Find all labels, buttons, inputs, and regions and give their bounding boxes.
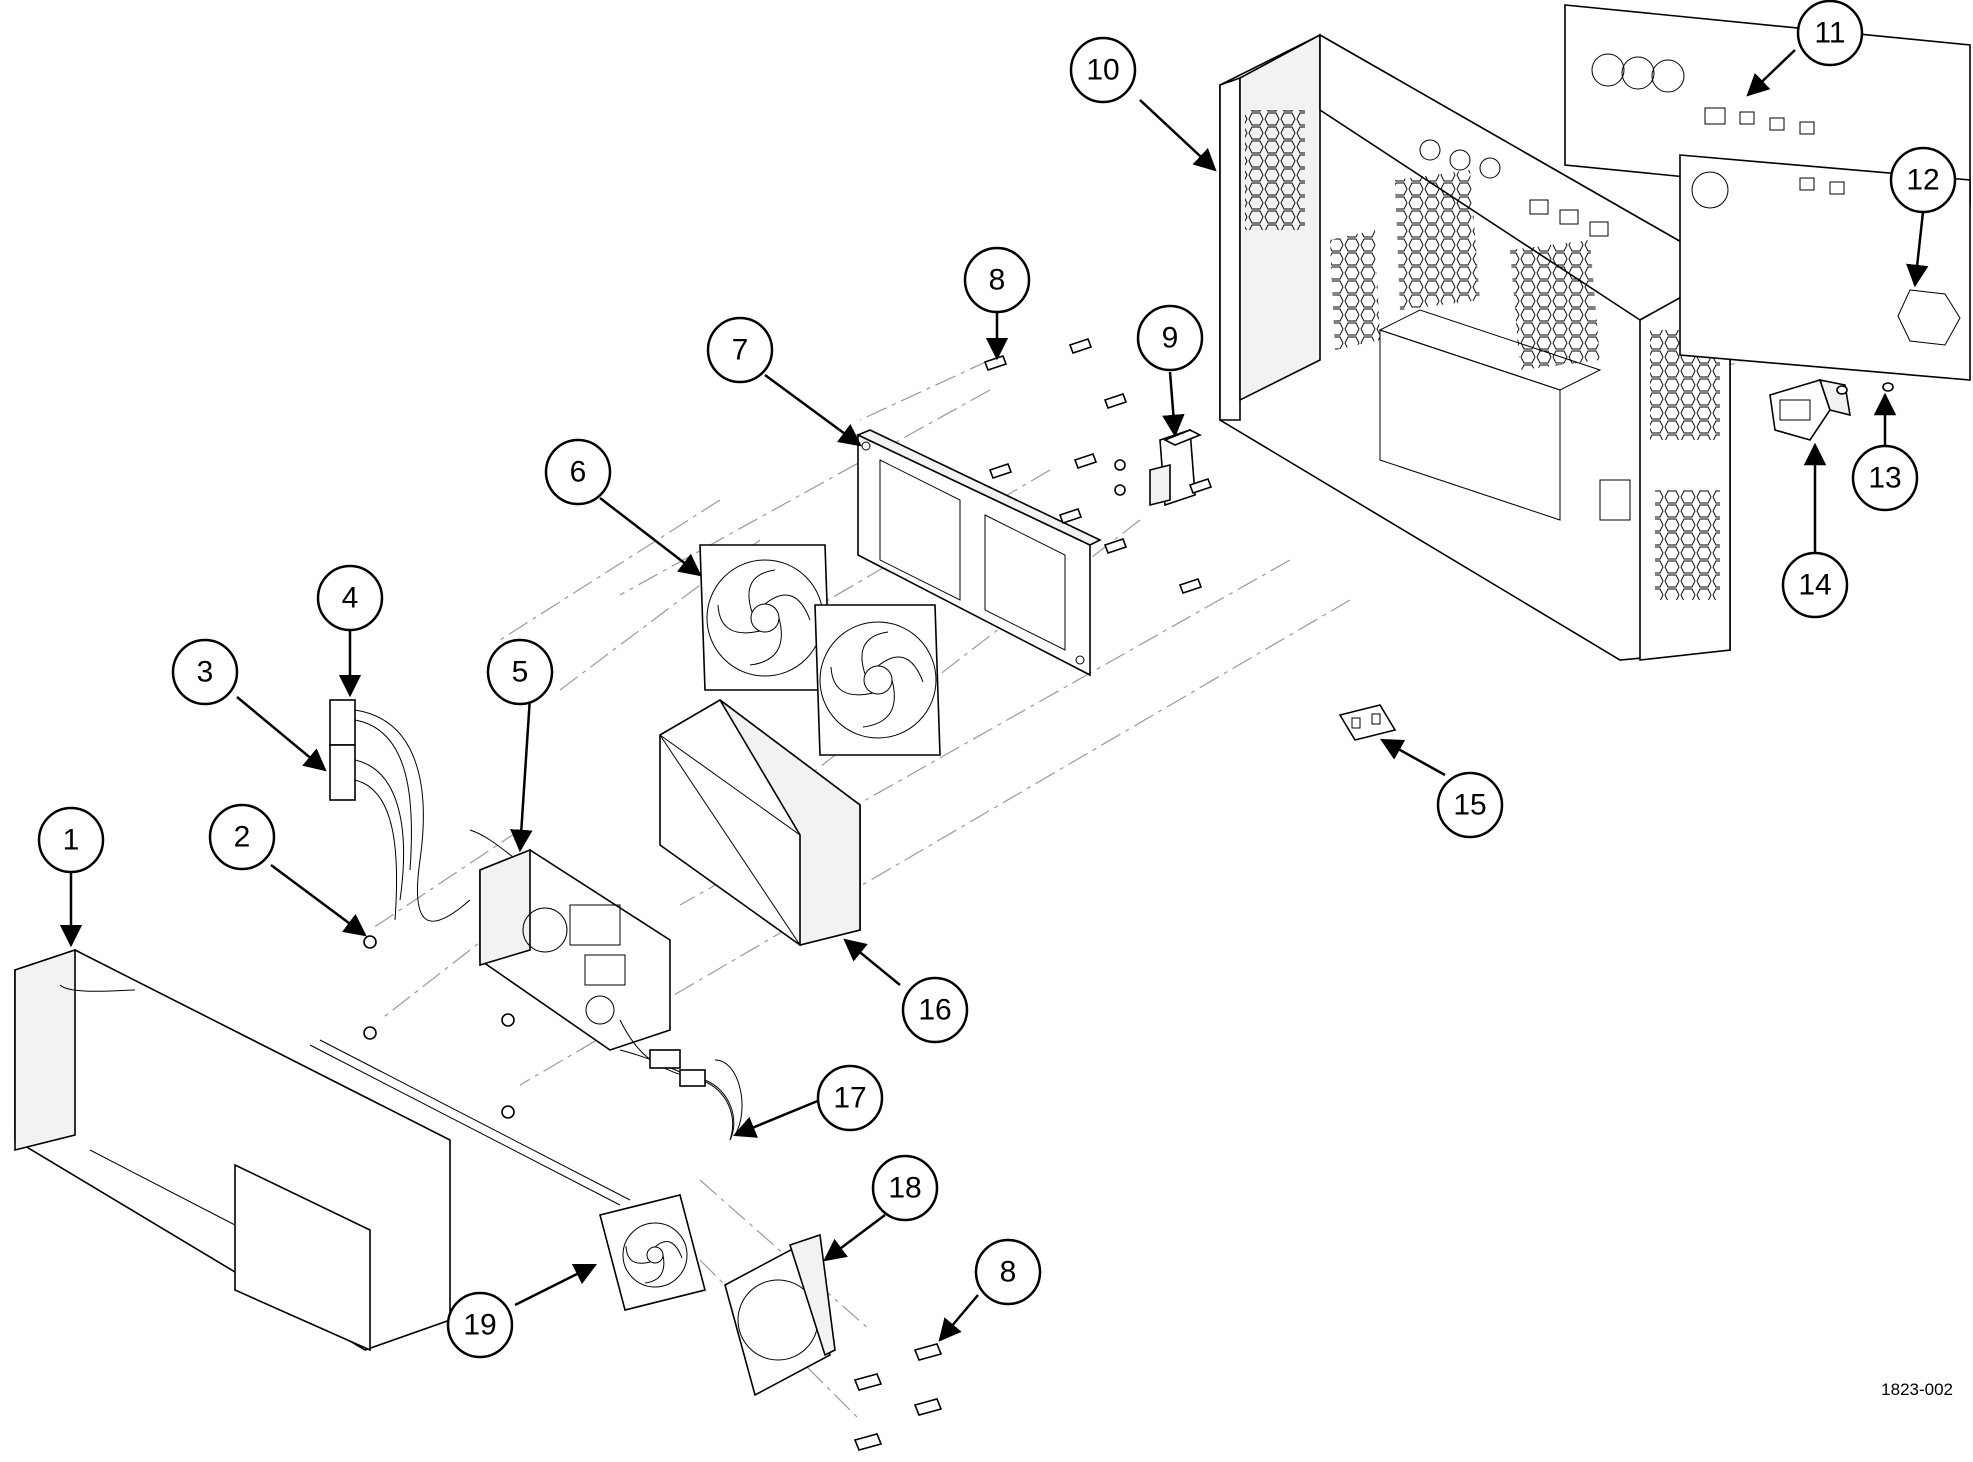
callout-9: 9 [1136,304,1204,372]
fan-mounting-bracket [856,429,1102,677]
cable-clip [1338,704,1397,741]
callout-10-label: 10 [1086,54,1119,87]
callout-13-label: 13 [1868,462,1901,495]
callout-8-bottom-label: 8 [1000,1256,1017,1289]
callout-7-label: 7 [732,334,749,367]
callout-18: 18 [871,1154,939,1222]
callout-3-label: 3 [197,656,214,689]
callout-1: 1 [37,806,105,874]
callout-19-label: 19 [463,1309,496,1342]
callout-15: 15 [1436,771,1504,839]
small-fan-bracket [724,1233,836,1397]
callout-4: 4 [316,564,384,632]
wire-harness [329,699,541,922]
callout-7: 7 [706,316,774,384]
mounting-bracket [1149,428,1202,507]
callout-8-bottom: 8 [974,1238,1042,1306]
callout-19: 19 [446,1291,514,1359]
callout-11: 11 [1796,0,1864,67]
leader-lines [59,49,1929,1342]
callout-6: 6 [544,438,612,506]
callout-4-label: 4 [342,582,359,615]
callout-1-label: 1 [63,824,80,857]
chassis-enclosure [1219,33,1732,661]
callout-2: 2 [208,803,276,871]
power-cable [619,1049,743,1141]
callout-2-label: 2 [234,821,251,854]
callout-11-label: 11 [1814,17,1845,50]
callout-6-label: 6 [570,456,587,489]
callout-17: 17 [816,1064,884,1132]
screws [363,337,1213,1451]
callout-5: 5 [486,638,554,706]
callout-15-label: 15 [1453,789,1486,822]
callout-12-label: 12 [1906,164,1939,197]
callout-3: 3 [171,638,239,706]
callout-10: 10 [1069,36,1137,104]
ground-screw [1836,382,1894,395]
power-supply-cover [659,699,861,947]
callout-14: 14 [1781,551,1849,619]
callout-9-label: 9 [1162,322,1179,355]
callout-16-label: 16 [918,994,951,1027]
callout-13: 13 [1851,444,1919,512]
callout-17-label: 17 [833,1082,866,1115]
power-entry-label [1679,154,1971,381]
callout-14-label: 14 [1798,569,1831,602]
power-supply-board [479,848,734,1141]
callout-12: 12 [1889,146,1957,214]
callout-5-label: 5 [512,656,529,689]
power-entry-module [1769,378,1851,441]
callout-18-label: 18 [888,1172,921,1205]
cooling-fans [699,544,941,756]
small-fan [599,1194,706,1311]
callout-16: 16 [901,976,969,1044]
callout-8-top: 8 [963,246,1031,314]
drawing-number: 1823-002 [1881,1380,1953,1399]
callout-8-top-label: 8 [989,264,1006,297]
bottom-shield-assembly [14,948,631,1352]
